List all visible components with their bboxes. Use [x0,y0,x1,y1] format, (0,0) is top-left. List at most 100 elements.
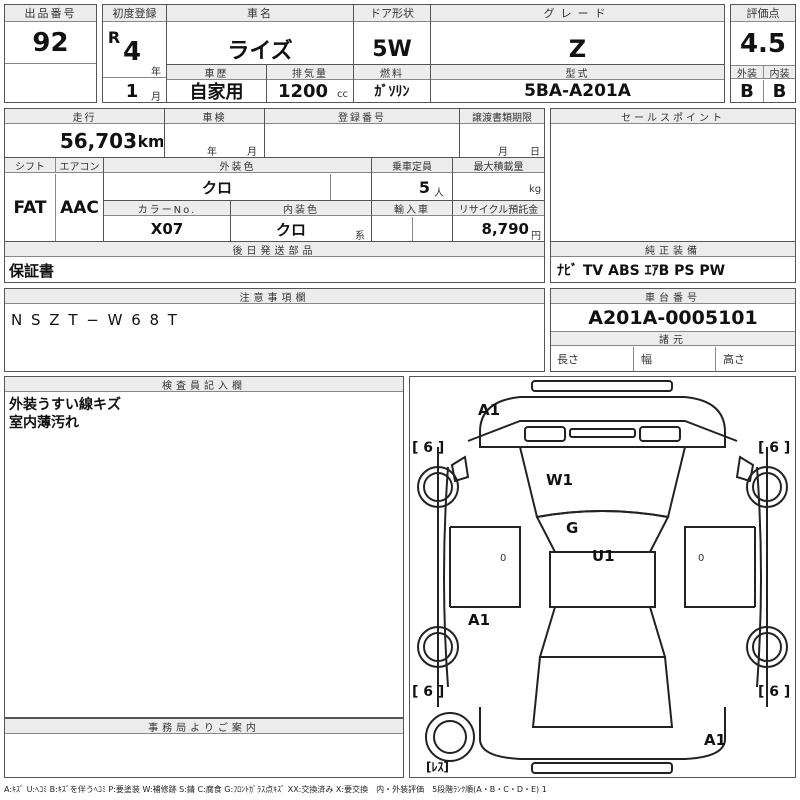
model-value: 5BA-A201A [524,81,631,101]
specs-width: 幅 [641,353,652,366]
import-label: 輸入車 [372,201,452,216]
notes-value: N S Z T − W 6 8 T [11,311,179,329]
transfer-month-unit: 月 [498,147,508,158]
score-int-label: 内装 [763,65,795,79]
later-parts-value: 保証書 [9,261,55,280]
inspection-year-unit: 年 [207,147,217,158]
transfer-day-unit: 日 [530,147,540,158]
notes-box: 注意事項欄 N S Z T − W 6 8 T [4,288,545,372]
score-int: B [763,80,795,102]
mark-a1-left: A1 [468,611,491,629]
max-load-unit: kg [529,184,542,195]
mark-zero-left: 0 [500,552,507,564]
office-box: 事務局よりご案内 [4,718,404,778]
mileage-label: 走行 [5,109,164,124]
inspector-label: 検査員記入欄 [5,377,403,392]
mark-front-right-6: [ 6 ] [758,440,791,456]
shift-value: FAT [13,197,47,218]
ext-color-label: 外装色 [104,158,371,173]
displacement-box: 排気量 1200 cc [266,64,354,103]
lot-label: 出品番号 [5,5,96,22]
chassis-value: A201A-0005101 [588,307,758,329]
first-reg-month: 1 [125,80,139,102]
lot-number: 92 [32,28,69,58]
sales-points-box: セールスポイント [550,108,796,242]
mark-rear-right-6: [ 6 ] [758,684,791,700]
mark-rear-left-6: [ 6 ] [412,684,445,700]
doors-label: ドア形状 [354,5,430,22]
car-diagram: A1 W1 G U1 A1 A1 [ 6 ] [ 6 ] [ 6 ] [ 6 ]… [409,376,796,778]
capacity-unit: 人 [434,188,444,199]
displacement-label: 排気量 [267,65,353,80]
specs-height: 高さ [723,353,745,366]
recycle-unit: 円 [531,231,541,242]
chassis-box: 車台番号 A201A-0005101 諸元 長さ 幅 高さ [550,288,796,372]
score-value: 4.5 [739,29,787,59]
score-box: 評価点 4.5 外装 内装 B B [730,4,796,103]
mark-a1-top: A1 [478,401,501,419]
recycle-label: リサイクル預託金 [453,201,544,216]
car-name-label: 車名 [167,5,353,22]
reg-no-box: 登録番号 [264,108,460,158]
max-load-box: 最大積載量 kg [452,157,545,201]
mark-zero-right: 0 [698,552,705,564]
equipment-value: ﾅﾋﾞ TV ABS ｴｱB PS PW [557,263,726,279]
int-color-label: 内装色 [231,201,371,216]
color-no-value: X07 [150,220,184,238]
month-unit: 月 [151,92,161,103]
int-color-value: クロ [275,220,306,239]
ext-color-box: 外装色 クロ [103,157,372,201]
mileage-box: 走行 56,703 km [4,108,165,158]
grade-value: Z [568,35,587,63]
history-value: 自家用 [189,82,244,102]
top-section: 出品番号 92 初度登録 R 4 年 1 月 車名 ライズ ドア形状 5W グレ… [4,4,796,104]
specs-label: 諸元 [551,331,795,346]
inspection-month-unit: 月 [247,147,257,158]
grade-label: グレード [431,5,724,22]
history-label: 車歴 [167,65,266,80]
mark-w1: W1 [546,471,573,489]
equipment-label: 純正装備 [551,242,795,257]
chassis-label: 車台番号 [551,289,795,304]
sales-points-label: セールスポイント [551,109,795,124]
mileage-value: 56,703 [59,129,137,153]
first-reg-year: 4 [122,37,142,67]
transfer-box: 譲渡書類期限 月 日 [459,108,545,158]
car-outline [417,380,788,774]
inspector-line2: 室内薄汚れ [9,415,79,431]
fuel-value: ｶﾞｿﾘﾝ [374,84,410,100]
int-color-suffix: 系 [355,231,365,242]
later-parts-box: 後日発送部品 保証書 [4,241,545,283]
inspector-box: 検査員記入欄 外装うすい線キズ 室内薄汚れ [4,376,404,718]
int-color-box: 内装色 クロ 系 [230,200,372,242]
lot-box: 出品番号 92 [4,4,97,103]
year-unit: 年 [151,67,161,78]
score-ext-label: 外装 [731,65,763,79]
ext-color-value: クロ [201,178,232,197]
later-parts-label: 後日発送部品 [5,242,544,257]
mark-a1-bottom: A1 [704,731,727,749]
aircon-value: AAC [55,174,103,241]
model-label: 型式 [431,65,724,80]
inspection-box: 車検 年 月 [164,108,265,158]
office-label: 事務局よりご案内 [5,719,403,734]
fuel-label: 燃料 [354,65,430,80]
mileage-unit: km [139,131,163,151]
max-load-label: 最大積載量 [453,158,544,173]
import-box: 輸入車 [371,200,453,242]
shift-label: シフト [5,158,55,173]
capacity-value: 5 [418,177,430,197]
mark-front-left-6: [ 6 ] [412,440,445,456]
reg-no-label: 登録番号 [265,109,459,124]
displacement-value: 1200 [277,80,329,102]
first-reg-label: 初度登録 [103,5,166,22]
score-label: 評価点 [731,5,795,22]
notes-label: 注意事項欄 [5,289,544,304]
mark-les: [ﾚｽ] [426,759,449,774]
displacement-unit: cc [337,89,348,100]
mark-g: G [566,519,579,537]
mark-u1: U1 [592,547,615,565]
recycle-box: リサイクル預託金 8,790 円 [452,200,545,242]
fuel-box: 燃料 ｶﾞｿﾘﾝ [353,64,431,103]
specs-length: 長さ [557,353,579,366]
